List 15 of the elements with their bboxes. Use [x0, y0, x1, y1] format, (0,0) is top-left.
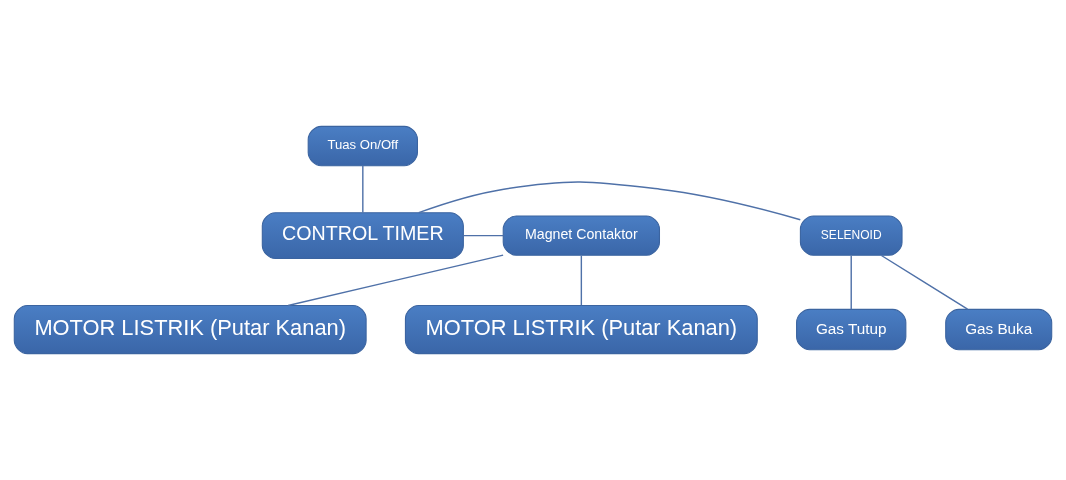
connector [850, 255, 852, 310]
node-box: Tuas On/Off [307, 125, 418, 167]
node-box: Gas Tutup [796, 308, 907, 351]
node-box: CONTROL TIMER [261, 212, 464, 260]
node-box: MOTOR LISTRIK (Putar Kanan) [13, 305, 367, 355]
node-box: Gas Buka [945, 308, 1053, 351]
node-box: MOTOR LISTRIK (Putar Kanan) [404, 305, 758, 355]
node-box: Magnet Contaktor [502, 215, 660, 256]
node-box: SELENOID [799, 215, 903, 256]
connector [287, 254, 504, 307]
connector [418, 181, 801, 221]
connector [362, 165, 364, 214]
connector [580, 255, 583, 306]
connector [462, 234, 504, 237]
connector [880, 254, 969, 310]
